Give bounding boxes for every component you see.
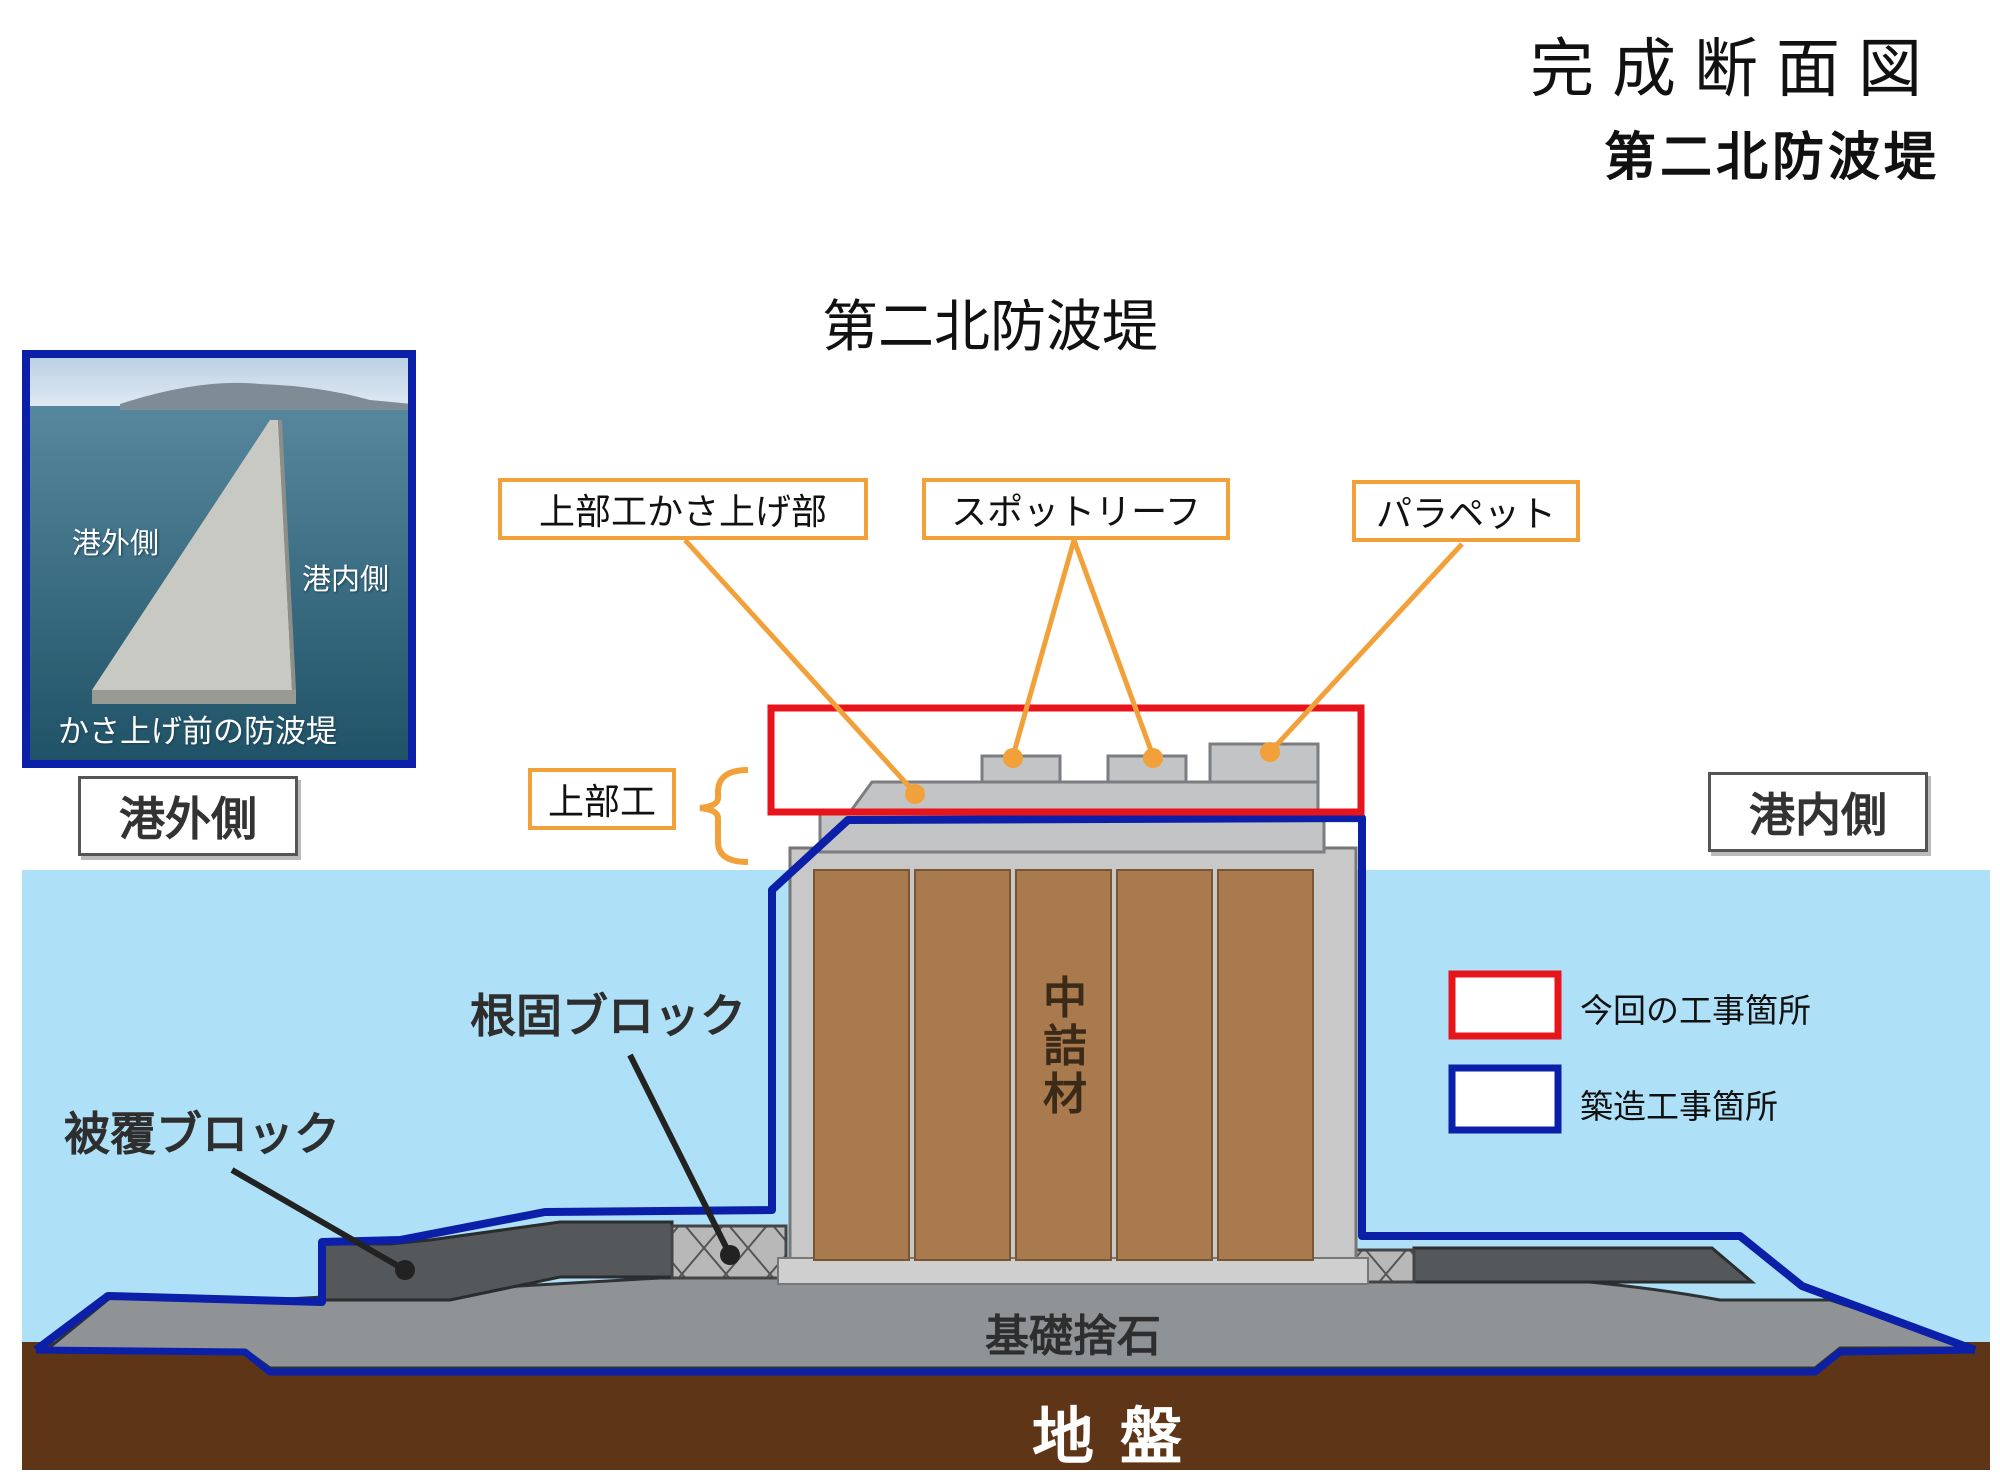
photo-caption: かさ上げ前の防波堤 xyxy=(58,714,337,750)
caisson-base xyxy=(777,1257,1369,1285)
foundation-label: 基礎捨石 xyxy=(985,1311,1161,1362)
superstructure-brace xyxy=(699,767,749,865)
legend-built-swatch xyxy=(1448,1064,1562,1134)
armor-block-inner xyxy=(1412,1246,1757,1284)
ground-label: 地盤 xyxy=(1032,1400,1209,1473)
callout-superstructure-raise: 上部工かさ上げ部 xyxy=(498,478,868,540)
caisson-cell-4 xyxy=(1116,869,1213,1261)
callout-leaders xyxy=(683,538,1464,795)
callout-parapet: パラペット xyxy=(1352,480,1580,542)
built-area-bottom xyxy=(35,1346,1976,1376)
diagram-title: 第二北防波堤 xyxy=(822,295,1158,360)
callout-spot-reef: スポットリーフ xyxy=(922,478,1230,540)
armor-block-dot xyxy=(395,1260,415,1280)
root-block-label: 根固ブロック xyxy=(470,989,746,1043)
filler-label: 中詰材 xyxy=(1043,973,1087,1120)
caisson-cell-2 xyxy=(914,869,1011,1261)
legend-built-label: 築造工事箇所 xyxy=(1580,1087,1778,1126)
root-block-dot xyxy=(720,1245,740,1265)
breakwater-photo xyxy=(92,420,292,690)
legend-current-swatch xyxy=(1448,970,1562,1040)
page-title: 完成断面図 xyxy=(1530,33,1940,107)
callout-superstructure: 上部工 xyxy=(528,768,676,830)
legend-current-label: 今回の工事箇所 xyxy=(1580,991,1811,1030)
caisson-cell-5 xyxy=(1217,869,1314,1261)
page-subtitle: 第二北防波堤 xyxy=(1603,127,1940,188)
callout-dots xyxy=(905,742,1280,804)
built-area-outline xyxy=(33,814,1977,1354)
current-construction-area xyxy=(767,704,1365,816)
outer-side-label: 港外側 xyxy=(78,776,298,856)
photo-outer-side-label: 港外側 xyxy=(72,526,160,560)
caisson-cell-1 xyxy=(813,869,910,1261)
photo-inner-side-label: 港内側 xyxy=(302,562,390,596)
armor-block-label: 被覆ブロック xyxy=(64,1107,340,1161)
inner-side-label: 港内側 xyxy=(1708,772,1928,852)
photo-inset xyxy=(26,354,412,764)
photo-inset-border xyxy=(22,350,416,768)
caisson-cell-3 xyxy=(1015,869,1112,1261)
block-leaders xyxy=(230,1053,733,1273)
